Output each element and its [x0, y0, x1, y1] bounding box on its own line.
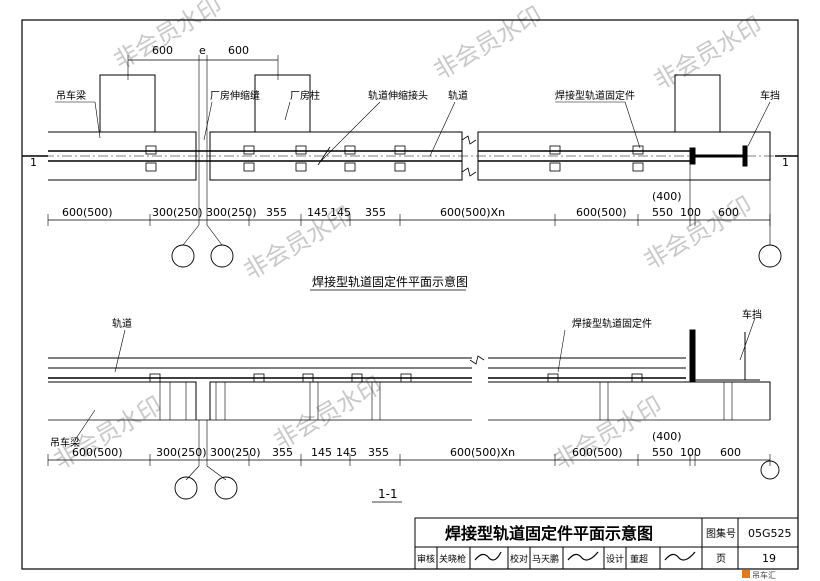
dim-400: (400) — [652, 430, 682, 443]
dim-label: 600(500) — [572, 446, 623, 459]
watermark-layer: 非会员水印 非会员水印 非会员水印 非会员水印 非会员水印 非会员水印 非会员水… — [49, 0, 767, 475]
atlas-number: 05G525 — [748, 527, 792, 540]
dim-label: 600(500)Xn — [450, 446, 515, 459]
dim-label: 145 — [311, 446, 332, 459]
dim-400: (400) — [652, 190, 682, 203]
review-label: 审核 — [417, 553, 435, 565]
sheet-frame — [21, 19, 799, 570]
sheet-title: 焊接型轨道固定件平面示意图 — [445, 524, 653, 543]
label-fixing-plate: 焊接型轨道固定件 — [572, 317, 652, 330]
label-rail: 轨道 — [448, 89, 468, 102]
watermark-text: 非会员水印 — [639, 191, 757, 275]
watermark-text: 非会员水印 — [109, 0, 227, 75]
dim-label: 355 — [365, 206, 386, 219]
watermark-text: 非会员水印 — [429, 1, 547, 85]
label-rail: 轨道 — [112, 317, 132, 330]
label-crane-beam: 吊车梁 — [50, 436, 80, 449]
dim-label: 600 — [720, 446, 741, 459]
dim-top-left: 600 — [152, 44, 173, 57]
dim-label: 145 — [330, 206, 351, 219]
section-mark-right: 1 — [782, 156, 789, 169]
page-label: 页 — [716, 553, 726, 565]
watermark-text: 非会员水印 — [269, 371, 387, 455]
dim-top-right: 600 — [228, 44, 249, 57]
label-fixing-plate: 焊接型轨道固定件 — [555, 89, 635, 102]
design-label: 设计 — [606, 553, 624, 565]
dim-label: 300(250) — [206, 206, 257, 219]
dim-label: 600(500) — [72, 446, 123, 459]
label-expansion-joint: 厂房伸缩缝 — [210, 89, 260, 102]
watermark-text: 非会员水印 — [649, 11, 767, 95]
label-car-stop: 车挡 — [760, 89, 780, 102]
dim-label: 300(250) — [152, 206, 203, 219]
dim-label: 300(250) — [156, 446, 207, 459]
designer-signature — [664, 551, 696, 561]
dim-label: 145 — [307, 206, 328, 219]
section-mark-left: 1 — [30, 156, 37, 169]
section-view — [47, 317, 780, 500]
dim-label: 600(500) — [576, 206, 627, 219]
atlas-label: 图集号 — [706, 527, 736, 540]
label-column: 厂房柱 — [290, 89, 320, 102]
dim-label: 600(500) — [62, 206, 113, 219]
dim-label: 600 — [718, 206, 739, 219]
title-block-text: 焊接型轨道固定件平面示意图 图集号 05G525 审核 关晓枪 校对 马天鹏 设… — [417, 524, 792, 565]
label-rail-joint: 轨道伸缩接头 — [368, 89, 428, 102]
dim-label: 355 — [266, 206, 287, 219]
designer-name: 董超 — [630, 553, 648, 565]
plan-title: 焊接型轨道固定件平面示意图 — [312, 274, 468, 289]
dim-label: 550 — [652, 446, 673, 459]
footer-logo-text: 吊车汇 — [752, 570, 776, 580]
dim-label: 100 — [680, 206, 701, 219]
footer-logo: 吊车汇 — [742, 570, 776, 580]
label-crane-beam: 吊车梁 — [56, 89, 86, 102]
watermark-text: 非会员水印 — [49, 391, 167, 475]
reviewer-name: 关晓枪 — [439, 553, 466, 565]
plan-view — [22, 55, 798, 268]
dim-top-gap: e — [199, 44, 206, 57]
page-number: 19 — [762, 552, 776, 565]
dim-label: 145 — [336, 446, 357, 459]
label-car-stop: 车挡 — [742, 308, 762, 321]
dim-label: 355 — [272, 446, 293, 459]
check-label: 校对 — [510, 553, 528, 565]
section-text: 轨道 焊接型轨道固定件 车挡 吊车梁 (400) 600(500) 300(25… — [50, 308, 762, 503]
dim-label: 550 — [652, 206, 673, 219]
title-block — [414, 517, 799, 570]
dim-label: 355 — [368, 446, 389, 459]
dim-label: 100 — [680, 446, 701, 459]
section-title: 1-1 — [378, 487, 398, 501]
checker-signature — [567, 551, 599, 561]
plan-text: 600 e 600 吊车梁 厂房伸缩缝 厂房柱 轨道伸缩接头 轨道 焊接型轨道固… — [30, 44, 789, 291]
checker-name: 马天鹏 — [532, 553, 559, 565]
dim-label: 600(500)Xn — [440, 206, 505, 219]
reviewer-signature — [474, 551, 502, 561]
dim-label: 300(250) — [210, 446, 261, 459]
